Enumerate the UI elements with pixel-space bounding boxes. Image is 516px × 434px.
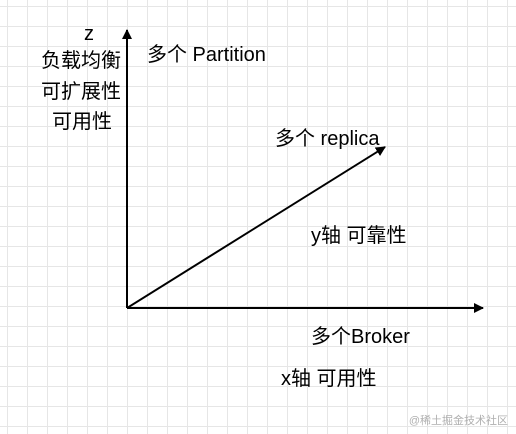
y-axis-annotation: 多个 replica bbox=[275, 128, 380, 150]
z-axis-label-load-balance: 负载均衡 bbox=[41, 50, 121, 72]
y-axis-label: y轴 可靠性 bbox=[311, 225, 407, 247]
z-axis-label-scalability: 可扩展性 bbox=[41, 81, 121, 103]
z-axis-name: z bbox=[84, 23, 94, 45]
z-axis-label-availability: 可用性 bbox=[52, 111, 112, 133]
x-axis-annotation: 多个Broker bbox=[311, 326, 410, 348]
y-axis-arrow bbox=[126, 146, 386, 309]
x-axis-label: x轴 可用性 bbox=[281, 368, 377, 390]
watermark: @稀土掘金技术社区 bbox=[408, 415, 508, 427]
z-axis-annotation: 多个 Partition bbox=[147, 44, 266, 66]
